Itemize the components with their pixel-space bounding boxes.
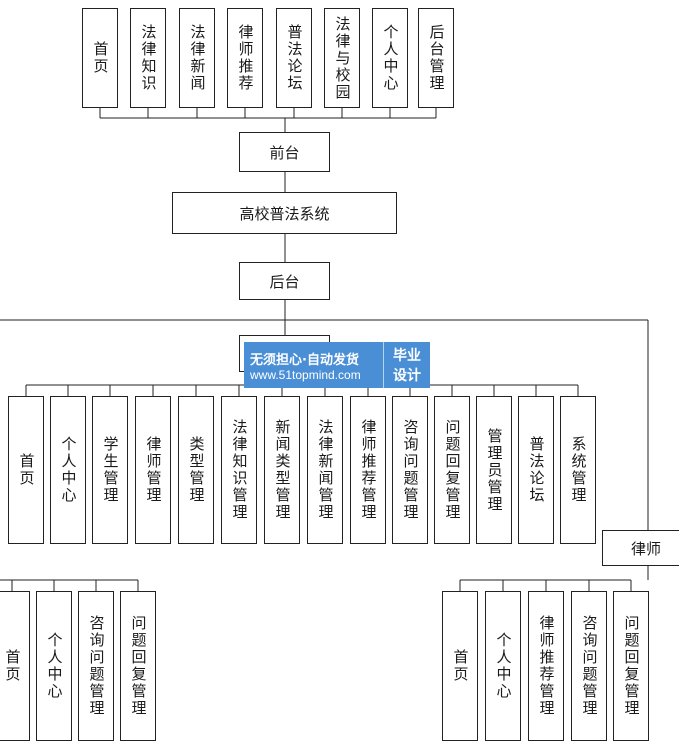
front-module-law-news: 法律新闻 (179, 8, 215, 108)
back-node: 后台 (239, 262, 330, 300)
watermark-badge-bottom: 设计 (393, 368, 421, 384)
admin-module-lawyer: 律师管理 (135, 396, 171, 544)
front-module-label: 普法论坛 (285, 24, 304, 92)
admin-module-label: 类型管理 (187, 436, 206, 504)
admin-module-label: 个人中心 (59, 436, 78, 504)
admin-module-label: 律师管理 (144, 436, 163, 504)
student-module-label: 个人中心 (45, 632, 64, 700)
admin-module-news-type: 新闻类型管理 (264, 396, 300, 544)
lawyer-module-home: 首页 (442, 591, 478, 741)
front-node-label: 前台 (269, 143, 300, 162)
watermark-badge: 毕业 设计 (383, 342, 430, 388)
lawyer-module-consult: 咨询问题管理 (571, 591, 607, 741)
admin-module-home: 首页 (8, 396, 44, 544)
student-module-reply: 问题回复管理 (120, 591, 156, 741)
system-node-label: 高校普法系统 (239, 204, 330, 223)
admin-module-system: 系统管理 (560, 396, 596, 544)
lawyer-module-recommend: 律师推荐管理 (528, 591, 564, 741)
admin-module-type: 类型管理 (178, 396, 214, 544)
back-node-label: 后台 (269, 272, 300, 291)
lawyer-node: 律师 (602, 530, 679, 566)
watermark-banner: 无须担心·自动发货 www.51topmind.com 毕业 设计 (244, 342, 430, 388)
admin-module-label: 系统管理 (569, 436, 588, 504)
lawyer-module-label: 首页 (451, 649, 470, 683)
watermark-text: 无须担心·自动发货 www.51topmind.com (244, 342, 383, 388)
admin-module-label: 咨询问题管理 (401, 419, 420, 521)
front-module-personal-center: 个人中心 (372, 8, 408, 108)
lawyer-module-label: 咨询问题管理 (580, 615, 599, 717)
student-module-label: 首页 (3, 649, 22, 683)
admin-module-label: 律师推荐管理 (359, 419, 378, 521)
watermark-line1: 无须担心·自动发货 (250, 352, 359, 368)
front-module-label: 法律新闻 (188, 24, 207, 92)
front-module-label: 法律与校园 (333, 15, 352, 101)
admin-module-label: 问题回复管理 (443, 419, 462, 521)
admin-module-administrator: 管理员管理 (476, 396, 512, 544)
front-module-law-knowledge: 法律知识 (130, 8, 166, 108)
lawyer-module-label: 个人中心 (494, 632, 513, 700)
admin-module-law-news: 法律新闻管理 (307, 396, 343, 544)
student-module-label: 问题回复管理 (129, 615, 148, 717)
front-node: 前台 (239, 132, 330, 172)
admin-module-label: 普法论坛 (527, 436, 546, 504)
student-module-label: 咨询问题管理 (87, 615, 106, 717)
lawyer-module-label: 律师推荐管理 (537, 615, 556, 717)
lawyer-module-reply: 问题回复管理 (613, 591, 649, 741)
front-module-label: 法律知识 (139, 24, 158, 92)
watermark-badge-top: 毕业 (393, 348, 421, 364)
admin-module-law-knowledge: 法律知识管理 (221, 396, 257, 544)
admin-module-consult: 咨询问题管理 (392, 396, 428, 544)
admin-module-label: 新闻类型管理 (273, 419, 292, 521)
student-module-personal-center: 个人中心 (36, 591, 72, 741)
admin-module-reply: 问题回复管理 (434, 396, 470, 544)
front-module-lawyer-recommend: 律师推荐 (227, 8, 263, 108)
front-module-forum: 普法论坛 (276, 8, 312, 108)
front-module-admin: 后台管理 (418, 8, 454, 108)
admin-module-lawyer-recommend: 律师推荐管理 (350, 396, 386, 544)
lawyer-module-personal-center: 个人中心 (485, 591, 521, 741)
front-module-label: 律师推荐 (236, 24, 255, 92)
admin-module-personal-center: 个人中心 (50, 396, 86, 544)
admin-module-label: 学生管理 (101, 436, 120, 504)
lawyer-node-label: 律师 (631, 539, 662, 558)
student-module-home: 首页 (0, 591, 30, 741)
student-module-consult: 咨询问题管理 (78, 591, 114, 741)
admin-module-student: 学生管理 (92, 396, 128, 544)
front-module-law-campus: 法律与校园 (324, 8, 360, 108)
admin-module-forum: 普法论坛 (518, 396, 554, 544)
admin-module-label: 首页 (17, 453, 36, 487)
front-module-label: 首页 (91, 41, 110, 75)
front-module-home: 首页 (82, 8, 118, 108)
admin-module-label: 管理员管理 (485, 427, 504, 513)
admin-module-label: 法律新闻管理 (316, 419, 335, 521)
lawyer-module-label: 问题回复管理 (622, 615, 641, 717)
admin-module-label: 法律知识管理 (230, 419, 249, 521)
watermark-url: www.51topmind.com (250, 367, 361, 382)
front-module-label: 后台管理 (427, 24, 446, 92)
front-module-label: 个人中心 (381, 24, 400, 92)
system-node: 高校普法系统 (172, 192, 397, 234)
